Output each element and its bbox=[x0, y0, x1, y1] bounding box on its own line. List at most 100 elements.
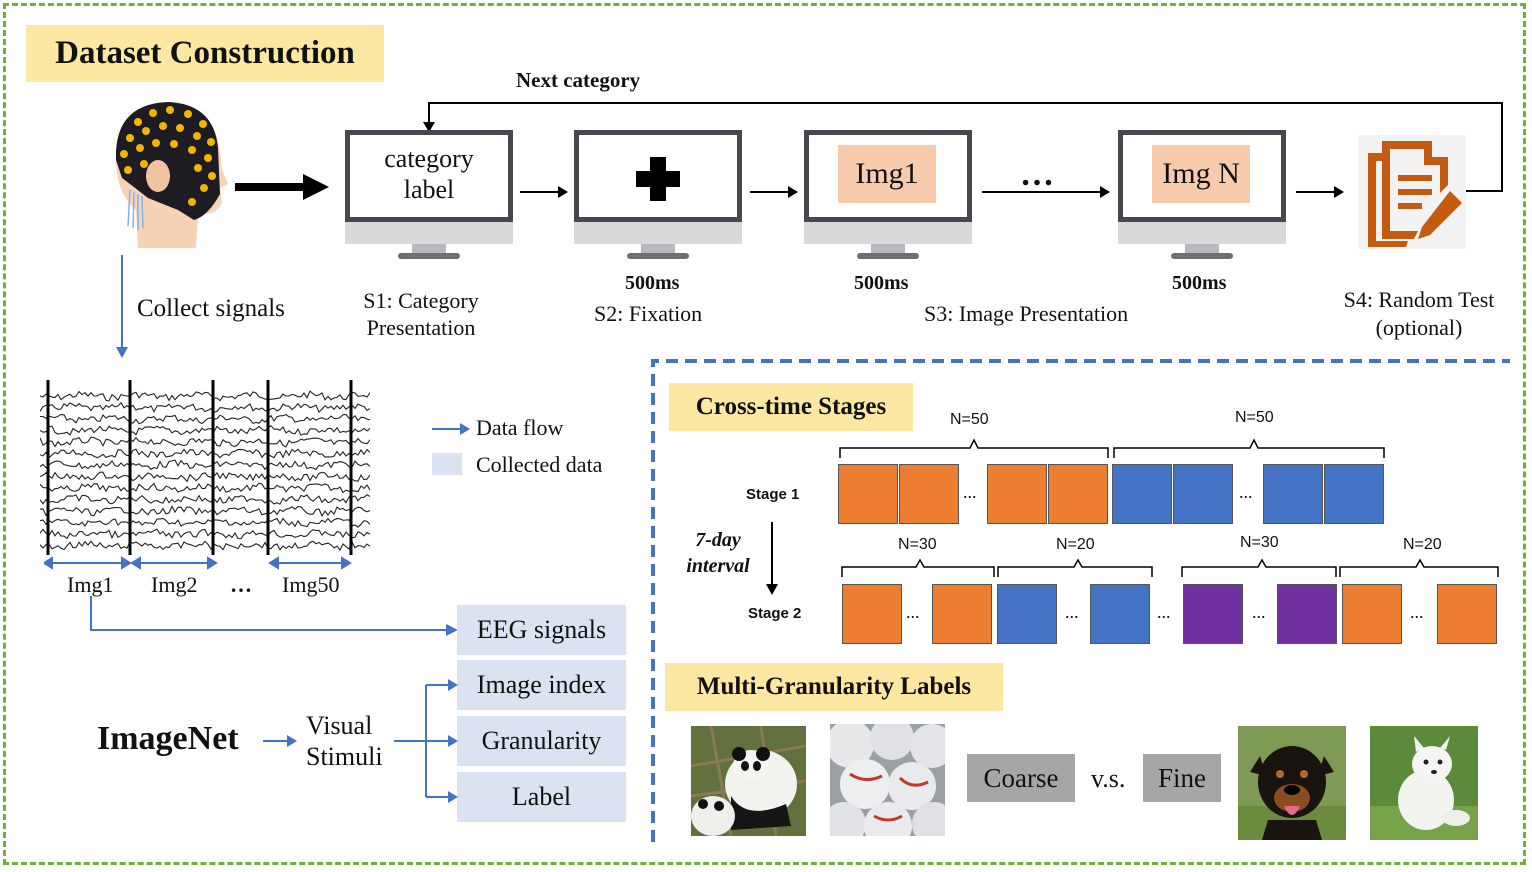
stage2-group-4-label: N=20 bbox=[1403, 536, 1442, 553]
samoyed-photo bbox=[1370, 726, 1478, 840]
stage1-square bbox=[838, 464, 898, 524]
legend-flow-label: Data flow bbox=[476, 415, 564, 440]
imgN-box: Img N bbox=[1152, 145, 1250, 203]
category-label-text: category label bbox=[384, 144, 474, 204]
multi-granularity-title: Multi-Granularity Labels bbox=[665, 663, 1003, 711]
eeg-flow-line bbox=[90, 596, 458, 636]
cross-time-title: Cross-time Stages bbox=[669, 383, 913, 431]
eeg-trace bbox=[40, 448, 370, 459]
panda-photo bbox=[691, 726, 806, 836]
segment-label-img50: Img50 bbox=[282, 572, 340, 597]
stage2-dots: ... bbox=[1157, 602, 1171, 622]
legend-collected-swatch bbox=[432, 453, 462, 475]
label-box: Label bbox=[457, 772, 626, 822]
arrow-3 bbox=[982, 186, 1110, 198]
stage2-group-1-label: N=30 bbox=[898, 536, 937, 553]
stimuli-branch-arrows bbox=[394, 679, 458, 803]
pipeline-ellipsis: … bbox=[1020, 156, 1054, 193]
step-s2-label: S2: Fixation bbox=[594, 301, 703, 326]
stage2-square bbox=[1090, 584, 1150, 644]
eeg-trace bbox=[40, 540, 370, 552]
eeg-trace bbox=[40, 494, 370, 505]
stage1-braces bbox=[839, 438, 1385, 458]
stage1-square bbox=[1263, 464, 1323, 524]
stage2-dots: ... bbox=[1252, 602, 1266, 622]
interval-arrow bbox=[766, 522, 778, 595]
vs-label: v.s. bbox=[1091, 764, 1126, 793]
arrow-2 bbox=[750, 186, 798, 198]
step-s3-label: S3: Image Presentation bbox=[924, 301, 1129, 326]
eeg-head-icon bbox=[115, 102, 228, 248]
stage1-square bbox=[987, 464, 1047, 524]
imagenet-arrow bbox=[263, 735, 297, 747]
golf-balls-photo bbox=[830, 724, 945, 836]
eeg-waveform bbox=[40, 380, 370, 555]
eeg-trace bbox=[40, 517, 370, 528]
stage1-square bbox=[1112, 464, 1172, 524]
stages-panel-border bbox=[651, 359, 1510, 842]
stage1-square bbox=[1173, 464, 1233, 524]
fixation-cross-icon bbox=[636, 157, 680, 201]
arrow-4 bbox=[1296, 186, 1344, 198]
segment-label-img1: Img1 bbox=[67, 572, 114, 597]
next-category-loop bbox=[423, 102, 1503, 192]
big-arrow-icon bbox=[235, 174, 329, 200]
stage1-label: Stage 1 bbox=[746, 486, 800, 503]
eeg-trace bbox=[40, 459, 370, 471]
stage2-label: Stage 2 bbox=[748, 605, 802, 622]
imagenet-label: ImageNet bbox=[97, 720, 239, 757]
eeg-trace bbox=[40, 471, 370, 483]
stage2-group-3-label: N=30 bbox=[1240, 534, 1279, 551]
stage1-group-2-label: N=50 bbox=[1235, 409, 1274, 426]
coarse-box: Coarse bbox=[967, 754, 1075, 802]
eeg-trace bbox=[40, 413, 370, 425]
eeg-trace bbox=[40, 528, 370, 540]
stage2-dots: ... bbox=[906, 602, 920, 622]
stage2-square bbox=[842, 584, 902, 644]
stage2-dots: ... bbox=[1410, 602, 1424, 622]
eeg-trace bbox=[40, 505, 370, 518]
outer-frame bbox=[3, 3, 1526, 865]
img1-box: Img1 bbox=[838, 145, 936, 203]
stage1-group-1-label: N=50 bbox=[950, 411, 989, 428]
rottweiler-photo bbox=[1238, 726, 1346, 840]
stage1-square bbox=[1048, 464, 1108, 524]
stage2-square bbox=[1342, 584, 1402, 644]
eeg-signals-box: EEG signals bbox=[457, 605, 626, 655]
eeg-trace bbox=[40, 424, 370, 436]
arrow-1 bbox=[520, 186, 568, 198]
legend-flow-arrow-icon bbox=[432, 423, 470, 435]
stage1-square bbox=[899, 464, 959, 524]
stage1-dots: ... bbox=[1239, 482, 1253, 502]
eeg-trace bbox=[40, 482, 370, 494]
segment-label-img2: Img2 bbox=[151, 572, 198, 597]
stage2-square bbox=[1437, 584, 1497, 644]
stage2-square bbox=[1277, 584, 1337, 644]
stage2-dots: ... bbox=[1065, 602, 1079, 622]
segment-arrows bbox=[44, 556, 352, 570]
random-test-report-icon bbox=[1358, 135, 1466, 249]
collect-signals-arrow bbox=[116, 255, 128, 358]
stage2-square bbox=[1183, 584, 1243, 644]
granularity-box: Granularity bbox=[457, 716, 626, 766]
segment-label-ellipsis: … bbox=[230, 572, 252, 597]
fine-box: Fine bbox=[1143, 754, 1221, 802]
duration-s2: 500ms bbox=[625, 272, 680, 294]
duration-img1: 500ms bbox=[854, 272, 909, 294]
stage2-square bbox=[997, 584, 1057, 644]
stage1-square bbox=[1324, 464, 1384, 524]
collect-signals-label: Collect signals bbox=[137, 295, 285, 322]
stage2-square bbox=[932, 584, 992, 644]
step-s4-label: S4: Random Test(optional) bbox=[1343, 287, 1495, 340]
image-index-box: Image index bbox=[457, 660, 626, 710]
eeg-trace bbox=[40, 401, 370, 413]
eeg-trace bbox=[40, 390, 370, 402]
stage2-group-2-label: N=20 bbox=[1056, 536, 1095, 553]
duration-imgN: 500ms bbox=[1172, 272, 1227, 294]
stage1-dots: ... bbox=[963, 482, 977, 502]
legend-collected-label: Collected data bbox=[476, 452, 603, 477]
eeg-trace bbox=[40, 436, 370, 448]
